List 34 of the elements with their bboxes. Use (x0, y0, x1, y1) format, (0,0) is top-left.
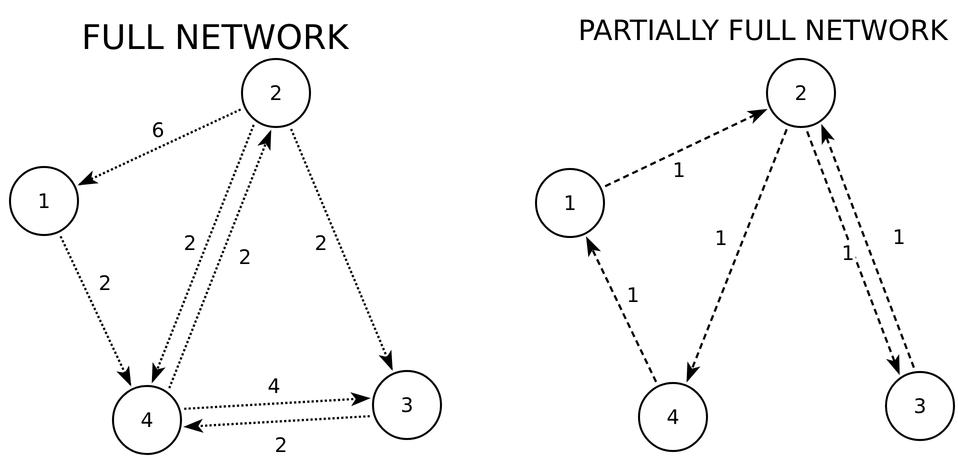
node-circle: 1 (535, 168, 605, 238)
edge-label: 1 (714, 228, 728, 248)
edge-label: 4 (266, 376, 282, 396)
edge-label: 6 (150, 120, 166, 140)
arrow (168, 130, 272, 388)
edge-label: 2 (238, 247, 252, 267)
node-circle: 2 (766, 58, 836, 128)
edge-label: 1 (626, 285, 640, 305)
arrow (151, 124, 255, 384)
node-circle: 1 (9, 166, 79, 236)
arrow (586, 236, 658, 382)
arrow (183, 415, 370, 433)
arrow (78, 108, 242, 186)
edge-label: 2 (314, 233, 328, 253)
node-circle: 2 (241, 58, 311, 128)
node-circle: 4 (112, 385, 182, 455)
diagram-heading: FULL NETWORK (81, 18, 349, 58)
diagram-heading: PARTIALLY FULL NETWORK (578, 14, 948, 47)
edge-label: 2 (274, 435, 288, 455)
node-circle: 4 (638, 382, 708, 452)
edge-label: 2 (182, 233, 198, 253)
edge-label: 2 (98, 273, 112, 293)
arrow (290, 128, 393, 371)
arrow (60, 236, 132, 386)
arrow (806, 131, 900, 376)
node-circle: 3 (372, 370, 442, 440)
node-circle: 3 (885, 371, 955, 441)
arrow (820, 124, 915, 368)
edge-label: 1 (892, 227, 906, 247)
arrow (604, 108, 768, 188)
arrow (686, 128, 788, 383)
edge-label: 1 (672, 160, 686, 180)
arrow (184, 392, 371, 410)
edge-label: 1 (840, 243, 856, 263)
